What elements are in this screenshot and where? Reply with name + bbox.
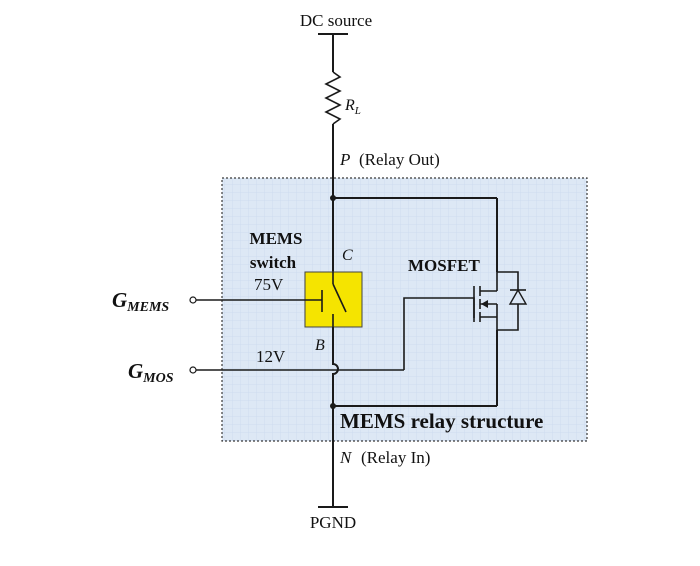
g-mems-terminal[interactable] <box>189 296 197 304</box>
mosfet-label: MOSFET <box>408 256 480 275</box>
c-node-label: C <box>342 247 353 264</box>
mems-relay-structure-label: MEMS relay structure <box>340 409 543 433</box>
junction-p <box>330 195 336 201</box>
junction-n <box>330 403 336 409</box>
relay-out-label: (Relay Out) <box>359 150 440 169</box>
g-mos-terminal[interactable] <box>189 366 197 374</box>
mems-switch-label-line2: switch <box>250 253 297 272</box>
mosfet-symbol <box>473 271 528 331</box>
pgnd-label: PGND <box>310 513 356 532</box>
b-node-label: B <box>315 337 325 354</box>
g-mos-label: GMOS <box>128 359 174 386</box>
p-node-label: P <box>339 150 350 169</box>
rl-label: RL <box>344 97 361 117</box>
wire-b-to-n <box>332 327 339 507</box>
g-mems-label: GMEMS <box>112 288 169 315</box>
mems-switch <box>304 271 363 328</box>
mems-switch-label-line1: MEMS <box>250 229 303 248</box>
dc-source-label: DC source <box>300 11 372 30</box>
relay-in-label: (Relay In) <box>361 448 430 467</box>
v75-label: 75V <box>254 275 284 294</box>
v12-label: 12V <box>256 347 286 366</box>
n-node-label: N <box>339 448 353 467</box>
resistor-rl <box>324 71 342 125</box>
